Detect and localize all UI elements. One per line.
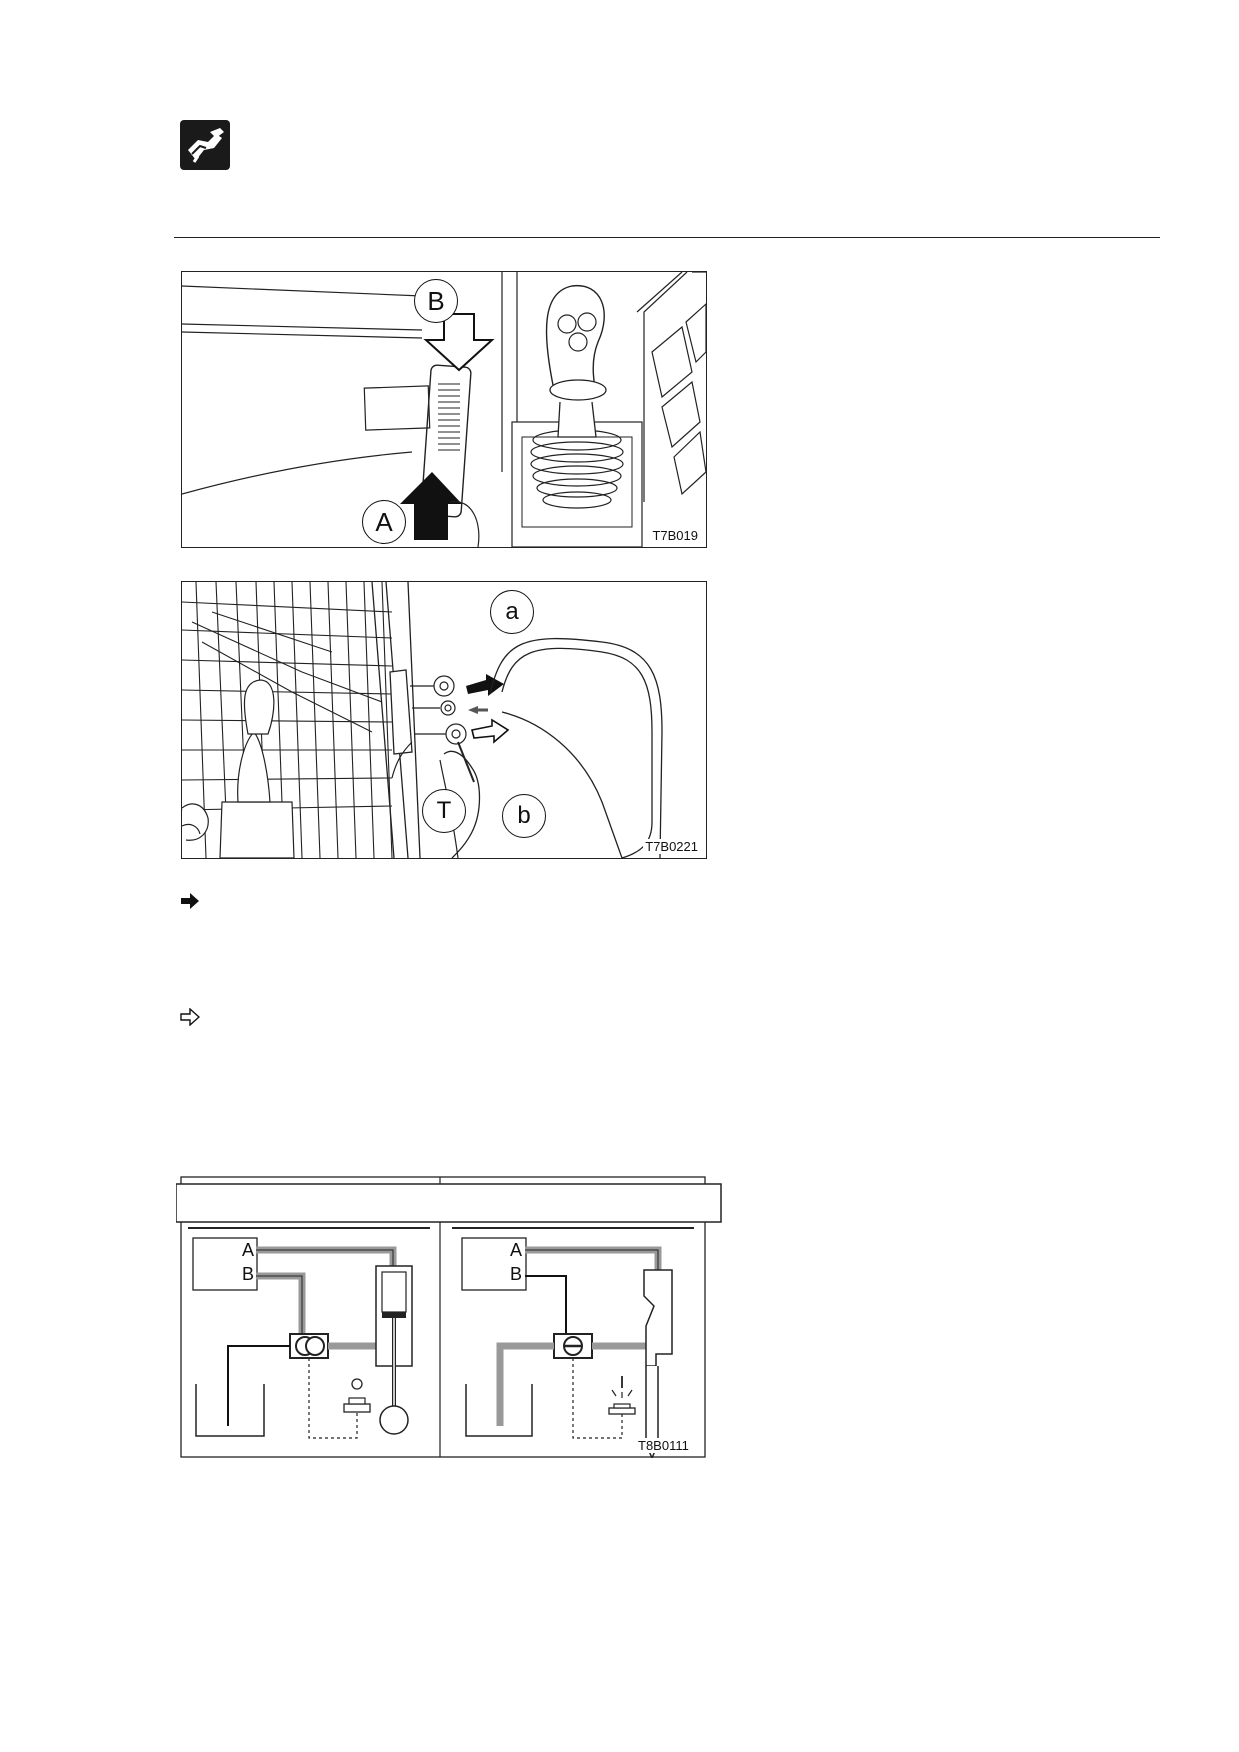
callout-a: a (490, 590, 534, 634)
figure-relief-valve: a T b T7B0221 (181, 581, 707, 859)
port-label-A-left: A (242, 1240, 255, 1260)
port-label-A-right: A (510, 1240, 523, 1260)
figure-code: T7B019 (650, 528, 700, 543)
figure-hydraulic-schematic-drawing (175, 1176, 722, 1460)
figure-hydraulic-schematic: A B A B T8B0111 (175, 1176, 722, 1460)
outline-arrow-bullet-icon (180, 1007, 201, 1027)
figure-relief-valve-drawing (182, 582, 663, 858)
figure-code: T8B0111 (636, 1438, 691, 1453)
filled-arrow-bullet-icon (180, 892, 200, 910)
callout-B: B (414, 279, 458, 323)
port-label-B-right: B (510, 1264, 523, 1284)
figure-lever-lock: B A T7B019 (181, 271, 707, 548)
section-divider (174, 237, 1160, 238)
figure-code: T7B0221 (643, 839, 700, 854)
callout-A: A (362, 500, 406, 544)
callout-b: b (502, 794, 546, 838)
callout-T: T (422, 789, 466, 833)
port-label-B-left: B (242, 1264, 255, 1284)
hand-tool-icon (180, 120, 230, 170)
figure-lever-lock-drawing (182, 272, 706, 547)
